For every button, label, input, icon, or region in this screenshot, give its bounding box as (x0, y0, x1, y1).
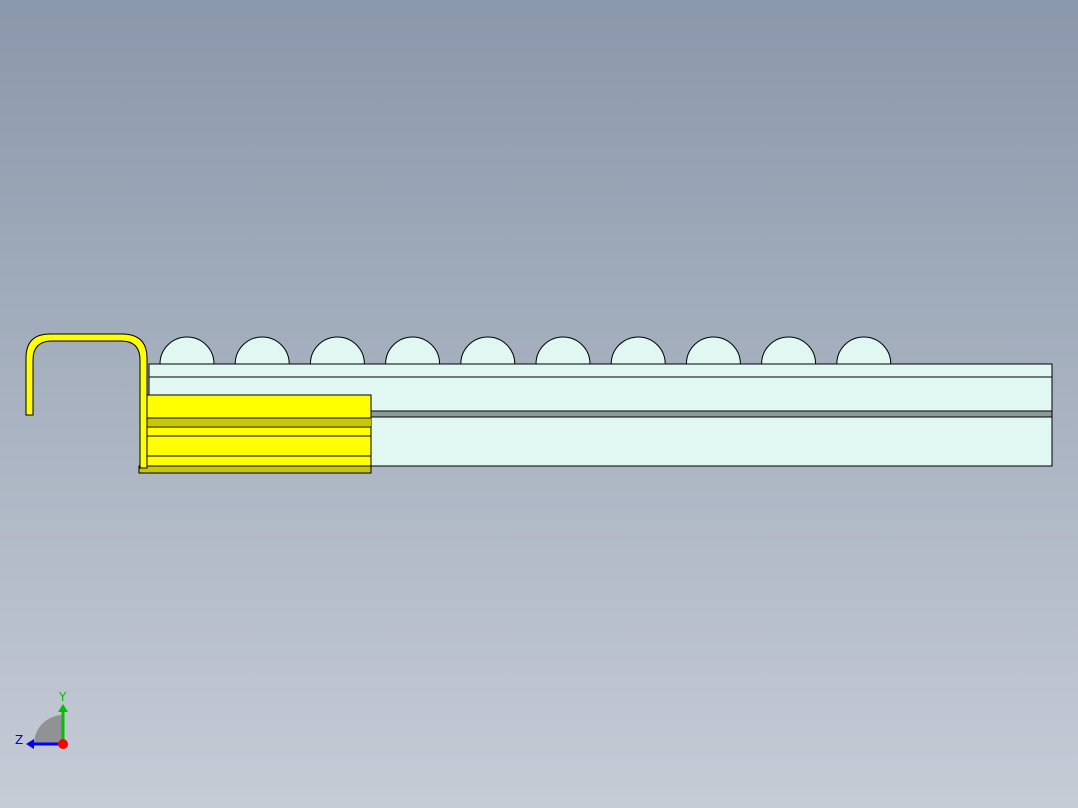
hook-rod-body[interactable] (25, 333, 148, 469)
roller[interactable] (535, 336, 591, 365)
roller[interactable] (159, 336, 215, 365)
roller[interactable] (385, 336, 441, 365)
slider-dark-band (146, 418, 371, 426)
hook-rod[interactable] (25, 333, 148, 469)
triad-rotation-arc (34, 715, 63, 744)
slider-body[interactable] (145, 394, 372, 473)
top-plate[interactable] (148, 363, 1053, 378)
slider-bottom-shadow (138, 465, 372, 474)
x-axis-origin-dot (58, 739, 68, 749)
coordinate-triad[interactable]: Y Z (15, 690, 68, 749)
roller[interactable] (309, 336, 365, 365)
roller[interactable] (610, 336, 666, 365)
roller[interactable] (460, 336, 516, 365)
roller[interactable] (761, 336, 817, 365)
slider-block[interactable] (138, 394, 372, 474)
roller[interactable] (836, 336, 892, 365)
y-axis-label: Y (58, 690, 67, 704)
roller[interactable] (685, 336, 741, 365)
roller[interactable] (234, 336, 290, 365)
y-axis-arrowhead (58, 704, 68, 712)
roller-group[interactable] (159, 336, 892, 365)
z-axis-label: Z (15, 733, 23, 747)
z-axis-arrowhead (26, 739, 34, 749)
